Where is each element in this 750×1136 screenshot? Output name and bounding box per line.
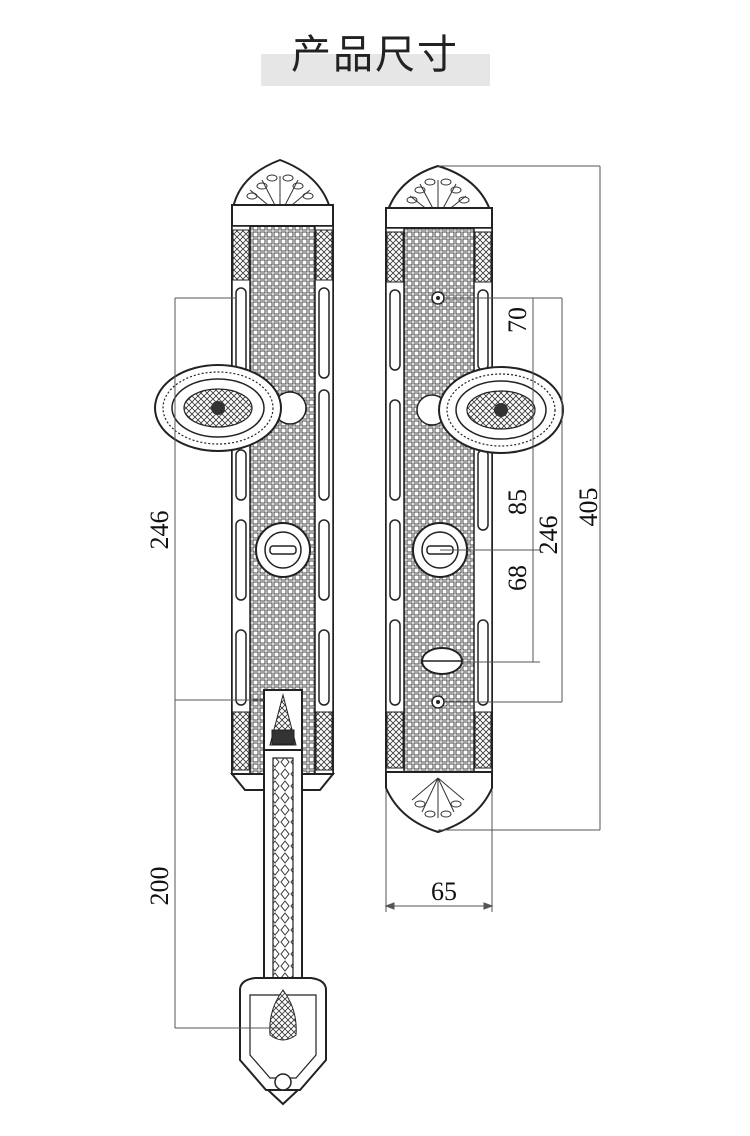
- page-title: 产品尺寸: [291, 32, 459, 78]
- dim-right-70: 70: [503, 307, 532, 333]
- right-lock-plate: [385, 164, 564, 834]
- left-top-ornament-icon: [246, 174, 314, 216]
- title-band: [261, 54, 490, 86]
- left-top-crest: [231, 158, 332, 209]
- dim-width-65: 65: [431, 877, 457, 906]
- dim-total-405: 405: [574, 488, 603, 527]
- right-bottom-ornament-icon: [411, 777, 465, 818]
- right-top-crest: [386, 164, 492, 211]
- dim-left-246: 246: [145, 511, 174, 550]
- dim-right-85: 85: [503, 489, 532, 515]
- left-oval-knob: [154, 364, 282, 452]
- dim-left-200: 200: [145, 867, 174, 906]
- dim-right-68: 68: [503, 565, 532, 591]
- right-oval-knob: [438, 366, 564, 454]
- right-bottom-crest: [385, 771, 493, 834]
- dimension-lines: [174, 165, 601, 1029]
- left-lock-plate: [154, 158, 336, 1106]
- header: 产品尺寸: [0, 0, 750, 100]
- dim-right-246: 246: [534, 516, 563, 555]
